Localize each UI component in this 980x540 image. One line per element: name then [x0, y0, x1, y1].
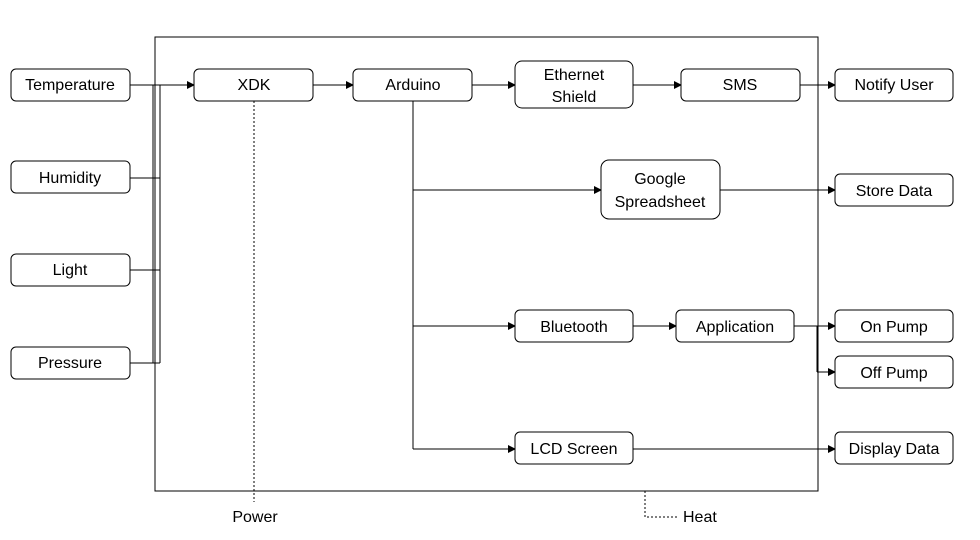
node-light-label: Light	[53, 262, 88, 279]
node-bluetooth-label: Bluetooth	[540, 319, 608, 336]
node-notify-user: Notify User	[834, 68, 954, 102]
node-arduino: Arduino	[352, 68, 473, 102]
node-off-pump: Off Pump	[834, 355, 954, 389]
node-google-spreadsheet-label-line2: Spreadsheet	[615, 194, 706, 211]
node-on-pump-label: On Pump	[860, 319, 928, 336]
node-ethernet-shield-label-line1: Ethernet	[544, 67, 605, 84]
node-xdk: XDK	[193, 68, 314, 102]
node-pressure: Pressure	[10, 346, 131, 380]
connections	[130, 81, 836, 518]
node-light: Light	[10, 253, 131, 287]
node-google-spreadsheet-label-line1: Google	[634, 171, 686, 188]
node-lcd-screen: LCD Screen	[514, 431, 634, 465]
node-ethernet-shield: Ethernet Shield	[514, 60, 634, 109]
heat-dashed-line	[644, 491, 677, 518]
system-boundary	[154, 36, 819, 492]
node-store-data: Store Data	[834, 173, 954, 207]
node-google-spreadsheet: Google Spreadsheet	[600, 159, 721, 220]
node-ethernet-shield-label-line2: Shield	[552, 89, 596, 106]
node-pressure-label: Pressure	[38, 355, 102, 372]
node-temperature: Temperature	[10, 68, 131, 102]
heat-label: Heat	[683, 509, 717, 526]
node-lcd-screen-label: LCD Screen	[530, 441, 617, 458]
node-display-data-label: Display Data	[849, 441, 940, 458]
node-sms-label: SMS	[723, 77, 758, 94]
power-label: Power	[232, 509, 278, 526]
node-sms: SMS	[680, 68, 801, 102]
node-xdk-label: XDK	[238, 77, 271, 94]
node-humidity: Humidity	[10, 160, 131, 194]
node-application-label: Application	[696, 319, 774, 336]
node-arduino-label: Arduino	[385, 77, 440, 94]
node-notify-user-label: Notify User	[854, 77, 934, 94]
node-store-data-label: Store Data	[856, 183, 933, 200]
node-on-pump: On Pump	[834, 309, 954, 343]
node-off-pump-label: Off Pump	[860, 365, 927, 382]
node-temperature-label: Temperature	[25, 77, 115, 94]
node-humidity-label: Humidity	[39, 170, 101, 187]
node-bluetooth: Bluetooth	[514, 309, 634, 343]
node-display-data: Display Data	[834, 431, 954, 465]
node-application: Application	[675, 309, 795, 343]
